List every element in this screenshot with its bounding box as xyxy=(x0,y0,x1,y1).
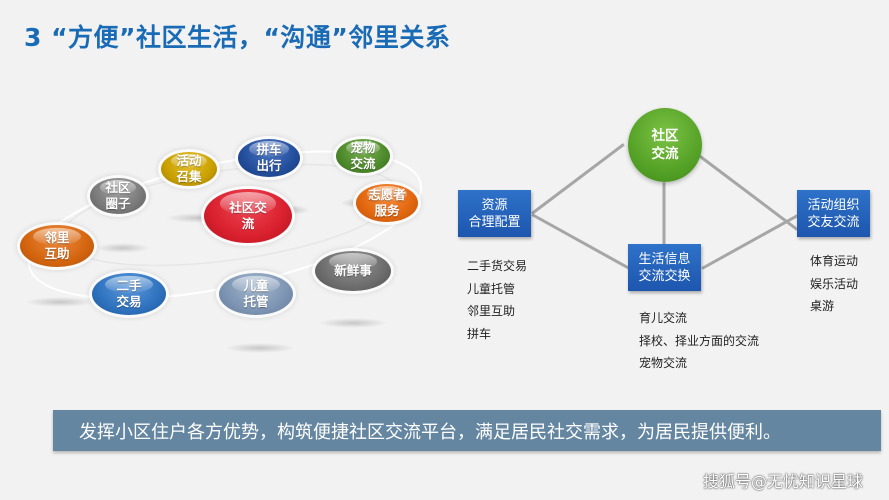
bubble-label: 社区交 流 xyxy=(229,200,267,231)
box-life-info-exchange[interactable]: 生活信息 交流交换 xyxy=(628,244,701,291)
bubble-shadow xyxy=(25,297,95,307)
list-item: 邻里互助 xyxy=(467,304,516,318)
bubble-news[interactable]: 新鲜事 xyxy=(315,251,391,291)
bubble-neighbor-help[interactable]: 邻里 互助 xyxy=(20,225,94,267)
bubble-community-circle[interactable]: 社区 圈子 xyxy=(90,178,146,214)
bubble-label: 二手 交易 xyxy=(116,278,142,309)
center-circle-community-exchange[interactable]: 社区 交流 xyxy=(628,108,702,182)
bubble-label: 拼车 出行 xyxy=(256,142,282,173)
list-item: 体育运动 xyxy=(810,254,859,268)
bubble-label: 邻里 互助 xyxy=(44,230,70,261)
bottom-item-list: 育儿交流 择校、择业方面的交流 宠物交流 xyxy=(639,307,759,375)
bubble-pet-exchange[interactable]: 宠物 交流 xyxy=(336,139,390,173)
bubble-child-care[interactable]: 儿童 托管 xyxy=(219,273,293,315)
bubble-label: 志愿者 服务 xyxy=(368,187,406,218)
list-item: 宠物交流 xyxy=(639,356,688,370)
list-item: 桌游 xyxy=(810,299,835,313)
connector-line xyxy=(701,213,799,270)
list-item: 二手货交易 xyxy=(467,259,528,273)
page-title: 3 “方便”社区生活，“沟通”邻里关系 xyxy=(24,23,451,52)
bubble-event-gathering[interactable]: 活动 召集 xyxy=(161,152,217,186)
bubble-carpool[interactable]: 拼车 出行 xyxy=(238,139,300,177)
bubble-second-hand-trade[interactable]: 二手 交易 xyxy=(92,273,166,315)
bubble-label: 新鲜事 xyxy=(334,263,372,278)
bubble-label: 儿童 托管 xyxy=(243,278,269,309)
list-item: 育儿交流 xyxy=(639,311,688,325)
bubble-label: 活动 召集 xyxy=(176,153,202,184)
bubble-shadow xyxy=(225,343,295,353)
bubble-shadow xyxy=(95,243,150,253)
bubble-label: 社区 圈子 xyxy=(105,180,131,211)
connector-line xyxy=(662,182,666,249)
right-item-list: 体育运动 娱乐活动 桌游 xyxy=(810,250,858,318)
summary-banner: 发挥小区住户各方优势，构筑便捷社区交流平台，满足居民社交需求，为居民提供便利。 xyxy=(53,410,881,451)
box-resource-allocation[interactable]: 资源 合理配置 xyxy=(458,190,531,237)
connector-line xyxy=(531,143,625,215)
list-item: 拼车 xyxy=(467,326,492,341)
connector-line xyxy=(531,213,631,271)
bubble-label: 宠物 交流 xyxy=(350,140,376,171)
watermark: 搜狐号@无忧知识星球 xyxy=(702,472,863,491)
bubble-shadow xyxy=(318,318,388,328)
list-item: 娱乐活动 xyxy=(810,276,859,291)
list-item: 择校、择业方面的交流 xyxy=(639,333,760,348)
bubble-community-exchange[interactable]: 社区交 流 xyxy=(204,189,292,243)
list-item: 儿童托管 xyxy=(467,281,516,296)
bubble-volunteer-service[interactable]: 志愿者 服务 xyxy=(356,184,418,222)
box-activity-organization[interactable]: 活动组织 交友交流 xyxy=(797,190,870,237)
left-item-list: 二手货交易 儿童托管 邻里互助 拼车 xyxy=(467,255,527,345)
bubble-shadow xyxy=(165,213,235,223)
